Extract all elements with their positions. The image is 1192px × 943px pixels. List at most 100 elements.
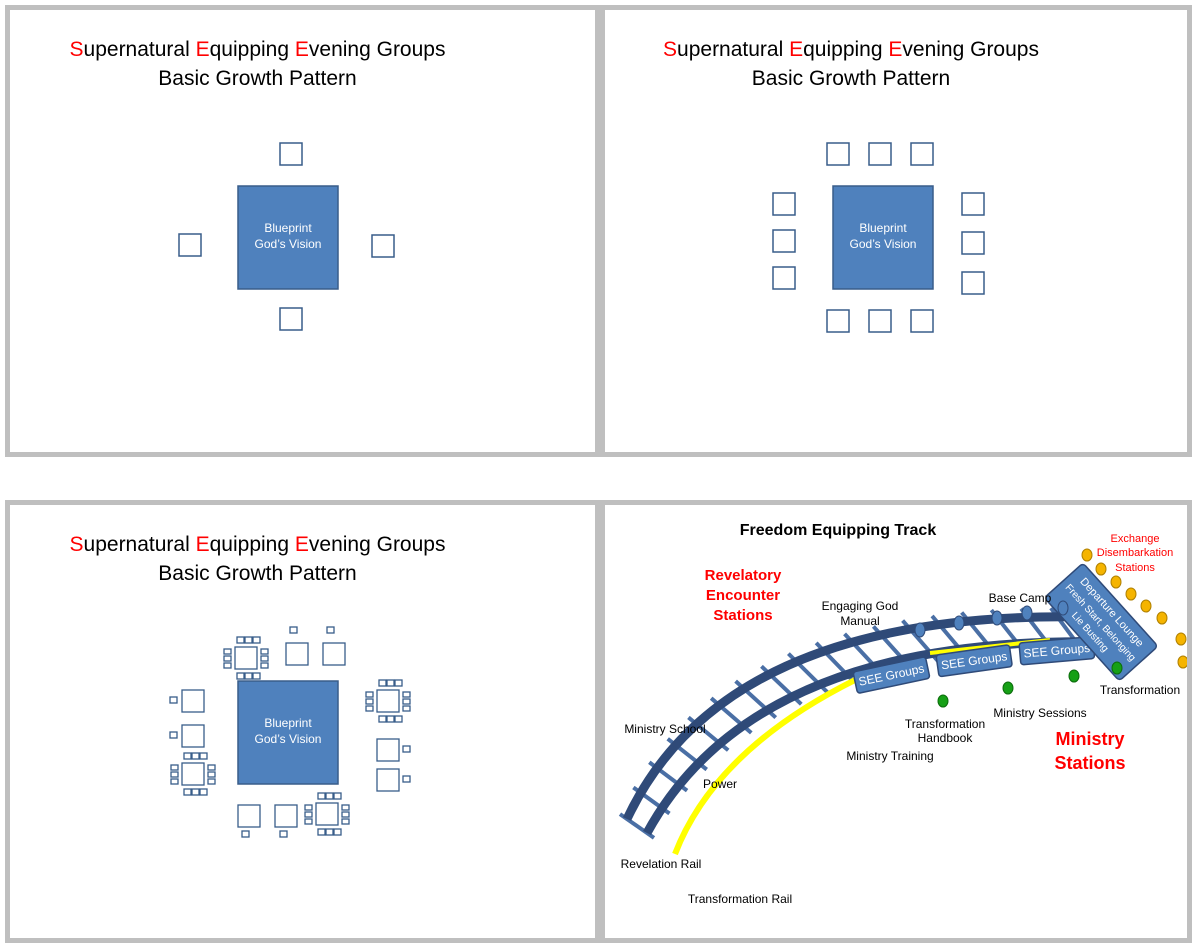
engaging-god-manual-label: Engaging God Manual — [822, 599, 899, 628]
see-group: SEE Groups — [935, 644, 1013, 678]
group-box — [279, 830, 288, 838]
group-box — [169, 731, 178, 739]
group-box — [181, 724, 205, 748]
group-box — [376, 738, 400, 762]
group-box — [207, 778, 216, 785]
base-camp-label: Base Camp — [989, 591, 1052, 605]
group-box — [241, 830, 250, 838]
ministry-school-label: Ministry School — [624, 722, 705, 736]
group-box — [378, 679, 387, 687]
svg-text:Encounter: Encounter — [706, 587, 780, 604]
group-box — [386, 715, 395, 723]
group-box — [772, 229, 796, 253]
group-box — [826, 309, 850, 333]
group-box — [244, 672, 253, 680]
station-dot — [1125, 587, 1137, 601]
group-box — [199, 788, 208, 796]
station-dot — [991, 610, 1003, 626]
station-dot — [1177, 655, 1187, 669]
group-box — [402, 775, 411, 783]
svg-text:Engaging God: Engaging God — [822, 599, 899, 613]
group-box — [371, 234, 395, 258]
title-line-2: Basic Growth Pattern — [158, 67, 357, 90]
group-box — [237, 804, 261, 828]
station-dot — [1068, 669, 1080, 683]
group-box — [341, 804, 350, 811]
group-box — [317, 792, 326, 800]
group-box — [394, 679, 403, 687]
group-box — [252, 636, 261, 644]
group-box — [181, 762, 205, 786]
power-label: Power — [703, 777, 737, 791]
group-box — [183, 788, 192, 796]
group-box — [402, 691, 411, 698]
slide-title: Supernatural Equipping Evening Groups Ba… — [0, 530, 595, 588]
blueprint-label: Blueprint — [859, 221, 907, 235]
station-dot — [1081, 548, 1093, 562]
revelatory-stations-label: Revelatory Encounter Stations — [705, 567, 782, 624]
group-box — [170, 771, 179, 778]
group-box — [183, 752, 192, 760]
group-box — [326, 626, 335, 634]
group-box — [279, 142, 303, 166]
exchange-stations-label: Exchange Disembarkation Stations — [1097, 533, 1173, 574]
group-box — [341, 811, 350, 818]
group-box — [365, 691, 374, 698]
group-box — [365, 705, 374, 712]
multiplied-groups — [169, 626, 411, 838]
pattern-diagram-3: Blueprint God’s Vision — [169, 626, 411, 838]
ministry-sessions-label: Ministry Sessions — [993, 706, 1086, 720]
group-box — [169, 696, 178, 704]
group-box — [378, 715, 387, 723]
revelation-rail-label: Revelation Rail — [621, 857, 702, 871]
group-box — [402, 698, 411, 705]
svg-text:Stations: Stations — [1115, 562, 1155, 574]
svg-text:Manual: Manual — [840, 614, 879, 628]
group-box — [317, 828, 326, 836]
freedom-track-diagram: SEE Groups SEE Groups SEE Groups Departu… — [618, 522, 1187, 906]
transformation-rail-label: Transformation Rail — [688, 892, 792, 906]
group-box — [304, 818, 313, 825]
group-box — [234, 646, 258, 670]
exchange-station-dots — [1081, 548, 1187, 669]
group-box — [285, 642, 309, 666]
station-dot — [1140, 599, 1152, 613]
group-box — [170, 764, 179, 771]
group-box — [772, 192, 796, 216]
blueprint-box — [237, 680, 339, 785]
blueprint-box — [237, 185, 339, 290]
group-box — [961, 271, 985, 295]
group-box — [910, 142, 934, 166]
group-box — [181, 689, 205, 713]
slide-title: Supernatural Equipping Evening Groups Ba… — [0, 35, 595, 93]
station-dot — [1021, 605, 1033, 621]
station-dot — [1175, 632, 1187, 646]
blueprint-label: Blueprint — [264, 221, 312, 235]
group-box — [868, 309, 892, 333]
group-box — [223, 648, 232, 655]
blueprint-box — [832, 185, 934, 290]
group-box — [322, 642, 346, 666]
group-box — [191, 788, 200, 796]
slide-pattern-2: Supernatural Equipping Evening Groups Ba… — [600, 5, 1192, 457]
group-box — [386, 679, 395, 687]
group-box — [402, 745, 411, 753]
group-box — [341, 818, 350, 825]
blueprint-label: Blueprint — [264, 716, 312, 730]
station-dot — [953, 615, 965, 631]
group-box — [868, 142, 892, 166]
pattern-diagram-2: Blueprint God’s Vision — [772, 142, 985, 333]
svg-text:Handbook: Handbook — [918, 731, 974, 745]
svg-text:Revelatory: Revelatory — [705, 567, 782, 584]
group-box — [223, 662, 232, 669]
ministry-stations-label: Ministry Stations — [1054, 729, 1125, 773]
group-box — [315, 802, 339, 826]
station-dot — [914, 622, 926, 638]
group-box — [325, 792, 334, 800]
ministry-station-dots — [937, 661, 1123, 708]
title-line-1: Supernatural Equipping Evening Groups — [69, 533, 446, 556]
station-dot — [1110, 575, 1122, 589]
group-box — [304, 811, 313, 818]
group-box — [260, 655, 269, 662]
group-box — [279, 307, 303, 331]
